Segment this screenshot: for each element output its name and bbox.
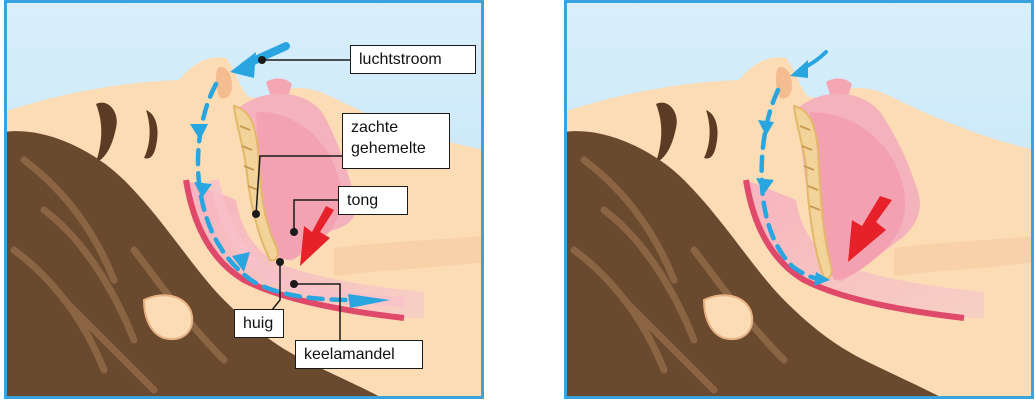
panel-obstructed-airway <box>564 0 1035 399</box>
panel-open-airway: luchtstroom zachte gehemelte tong huig k… <box>4 0 484 399</box>
label-tongue: tong <box>338 186 408 215</box>
label-soft-palate: zachte gehemelte <box>342 113 450 169</box>
label-soft-palate-line2: gehemelte <box>351 138 441 159</box>
label-uvula: huig <box>234 309 284 338</box>
head-illustration-obstructed <box>564 0 1034 399</box>
label-soft-palate-line1: zachte <box>351 117 441 138</box>
label-tonsil: keelamandel <box>295 340 423 369</box>
label-airflow: luchtstroom <box>350 45 476 74</box>
